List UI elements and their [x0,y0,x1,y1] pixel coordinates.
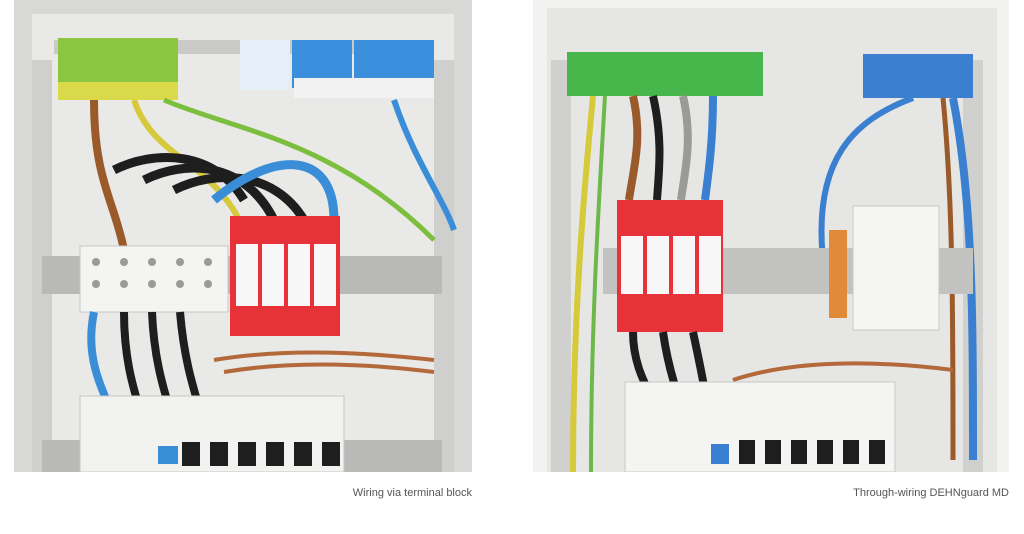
figure-caption: Through-wiring DEHNguard MD [853,487,1009,499]
figure-through-wiring: Through-wiring DEHNguard MD [533,0,1009,500]
through-wiring-photo [533,0,1009,472]
terminal-block-wiring-photo [14,0,472,472]
figure-caption: Wiring via terminal block [352,487,472,499]
figure-terminal-block: Wiring via terminal block [14,0,472,500]
